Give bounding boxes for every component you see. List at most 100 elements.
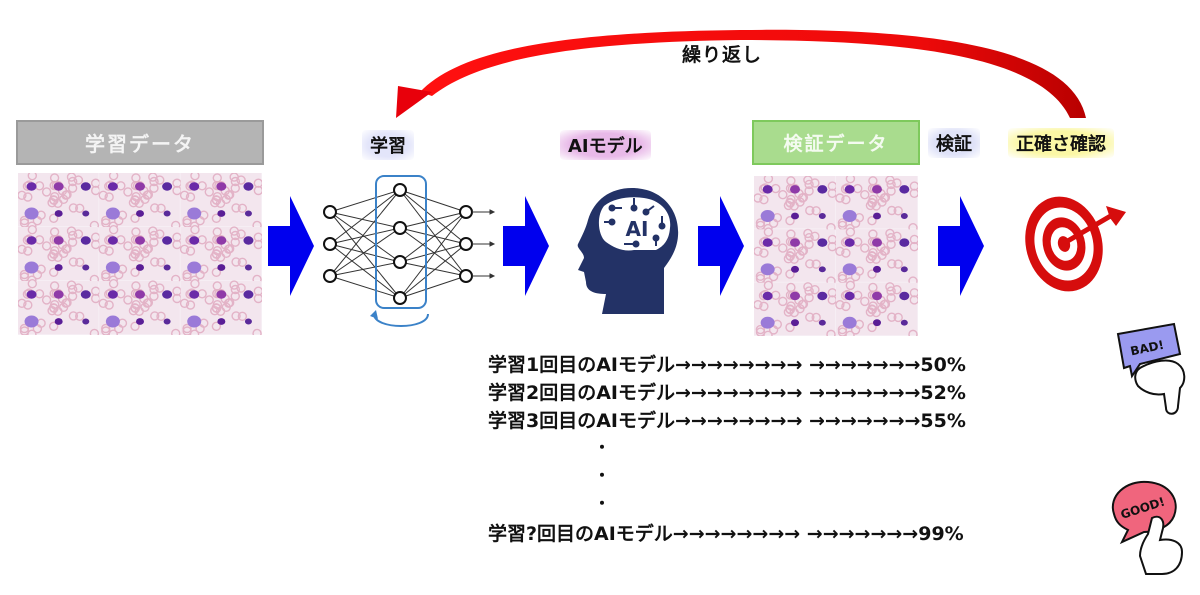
learning-label: 学習 [362,130,414,160]
white-blood-cell [216,182,227,191]
white-blood-cell [872,185,882,194]
white-blood-cell [216,290,227,299]
white-blood-cell [136,210,144,217]
white-blood-cell [762,185,773,194]
result-row-2: 学習2回目のAIモデル→→→→→→→→ →→→→→→→52% [488,378,966,405]
nn-connection [399,275,467,299]
cell-tile [179,279,262,335]
validation-data-header: 検証データ [752,120,920,165]
result-accuracy: 99% [918,523,964,545]
white-blood-cell [53,236,64,245]
white-blood-cell [873,319,881,327]
cell-tile [18,173,101,231]
white-blood-cell [162,236,173,245]
result-arrows: →→→→→→→→ →→→→→→→ [675,354,921,376]
bad-speech-bubble [1116,322,1182,379]
nn-connection [329,211,401,299]
nn-connection [329,189,401,245]
white-blood-cell [24,261,39,274]
white-blood-cell [189,182,200,191]
nn-node [323,269,337,283]
white-blood-cell [54,318,63,325]
white-blood-cell [187,315,202,328]
flow-arrow-2 [503,196,549,296]
result-accuracy: 52% [920,382,966,404]
cell-tile [835,280,918,336]
nn-connection [399,243,467,299]
training-data-header: 学習データ [16,120,264,165]
training-data-image [18,173,262,335]
cell-tile [754,227,838,287]
result-label: 学習2回目のAIモデル [488,382,675,404]
white-blood-cell [80,290,91,299]
white-blood-cell [900,213,908,219]
white-blood-cell [82,210,90,217]
white-blood-cell [163,318,171,325]
white-blood-cell [842,263,857,276]
loop-arrow [396,29,1086,118]
white-blood-cell [243,290,254,299]
white-blood-cell [105,207,120,220]
cell-tile [98,225,182,285]
result-row-1: 学習1回目のAIモデル→→→→→→→→ →→→→→→→50% [488,350,966,377]
nn-connection [399,227,467,277]
white-blood-cell [107,236,118,245]
white-blood-cell [244,210,252,217]
nn-connection [329,227,401,245]
white-blood-cell [817,291,828,301]
nn-connection [329,243,401,299]
white-blood-cell [244,318,252,325]
nn-connection [399,227,467,245]
nn-connection [399,189,467,245]
white-blood-cell [760,316,775,329]
white-blood-cell [163,210,171,217]
nn-connection [329,211,401,263]
white-blood-cell [26,236,37,245]
bad-text: BAD! [1129,338,1165,359]
white-blood-cell [243,182,254,191]
ellipsis-dot: ・ [594,438,611,457]
white-blood-cell [162,290,173,299]
white-blood-cell [187,261,202,274]
flow-arrow-1 [268,196,314,296]
validation-label: 検証 [928,128,980,158]
white-blood-cell [899,185,910,194]
white-blood-cell [818,266,826,273]
white-blood-cell [80,182,91,191]
white-blood-cell [790,238,800,247]
white-blood-cell [842,210,857,222]
white-blood-cell [105,261,120,274]
white-blood-cell [900,319,908,326]
white-blood-cell [899,291,910,301]
blood-cell-grid [754,176,918,336]
result-arrows: →→→→→→→→ →→→→→→→ [672,523,919,545]
white-blood-cell [105,315,120,328]
white-blood-cell [818,213,826,219]
white-blood-cell [135,182,145,191]
white-blood-cell [187,207,202,220]
white-blood-cell [54,264,63,271]
result-label: 学習3回目のAIモデル [488,410,675,432]
white-blood-cell [24,207,39,220]
nn-connection [329,227,401,277]
result-arrows: →→→→→→→→ →→→→→→→ [675,410,921,432]
blood-cell-grid [18,173,262,335]
white-blood-cell [760,263,775,276]
white-blood-cell [760,210,775,222]
white-blood-cell [762,291,773,301]
nn-connection [329,189,401,277]
cell-tile [18,225,101,285]
white-blood-cell [844,238,855,247]
white-blood-cell [217,318,226,325]
ai-head-text: AI [626,217,649,241]
nn-connection [329,261,401,277]
validation-data-image [754,176,918,336]
cell-tile [179,173,262,231]
white-blood-cell [872,291,882,301]
white-blood-cell [216,236,227,245]
nn-connection [329,189,401,213]
cell-tile [754,176,838,234]
loop-label: 繰り返し [682,44,763,66]
white-blood-cell [844,185,855,194]
flow-arrow-4 [938,196,984,296]
